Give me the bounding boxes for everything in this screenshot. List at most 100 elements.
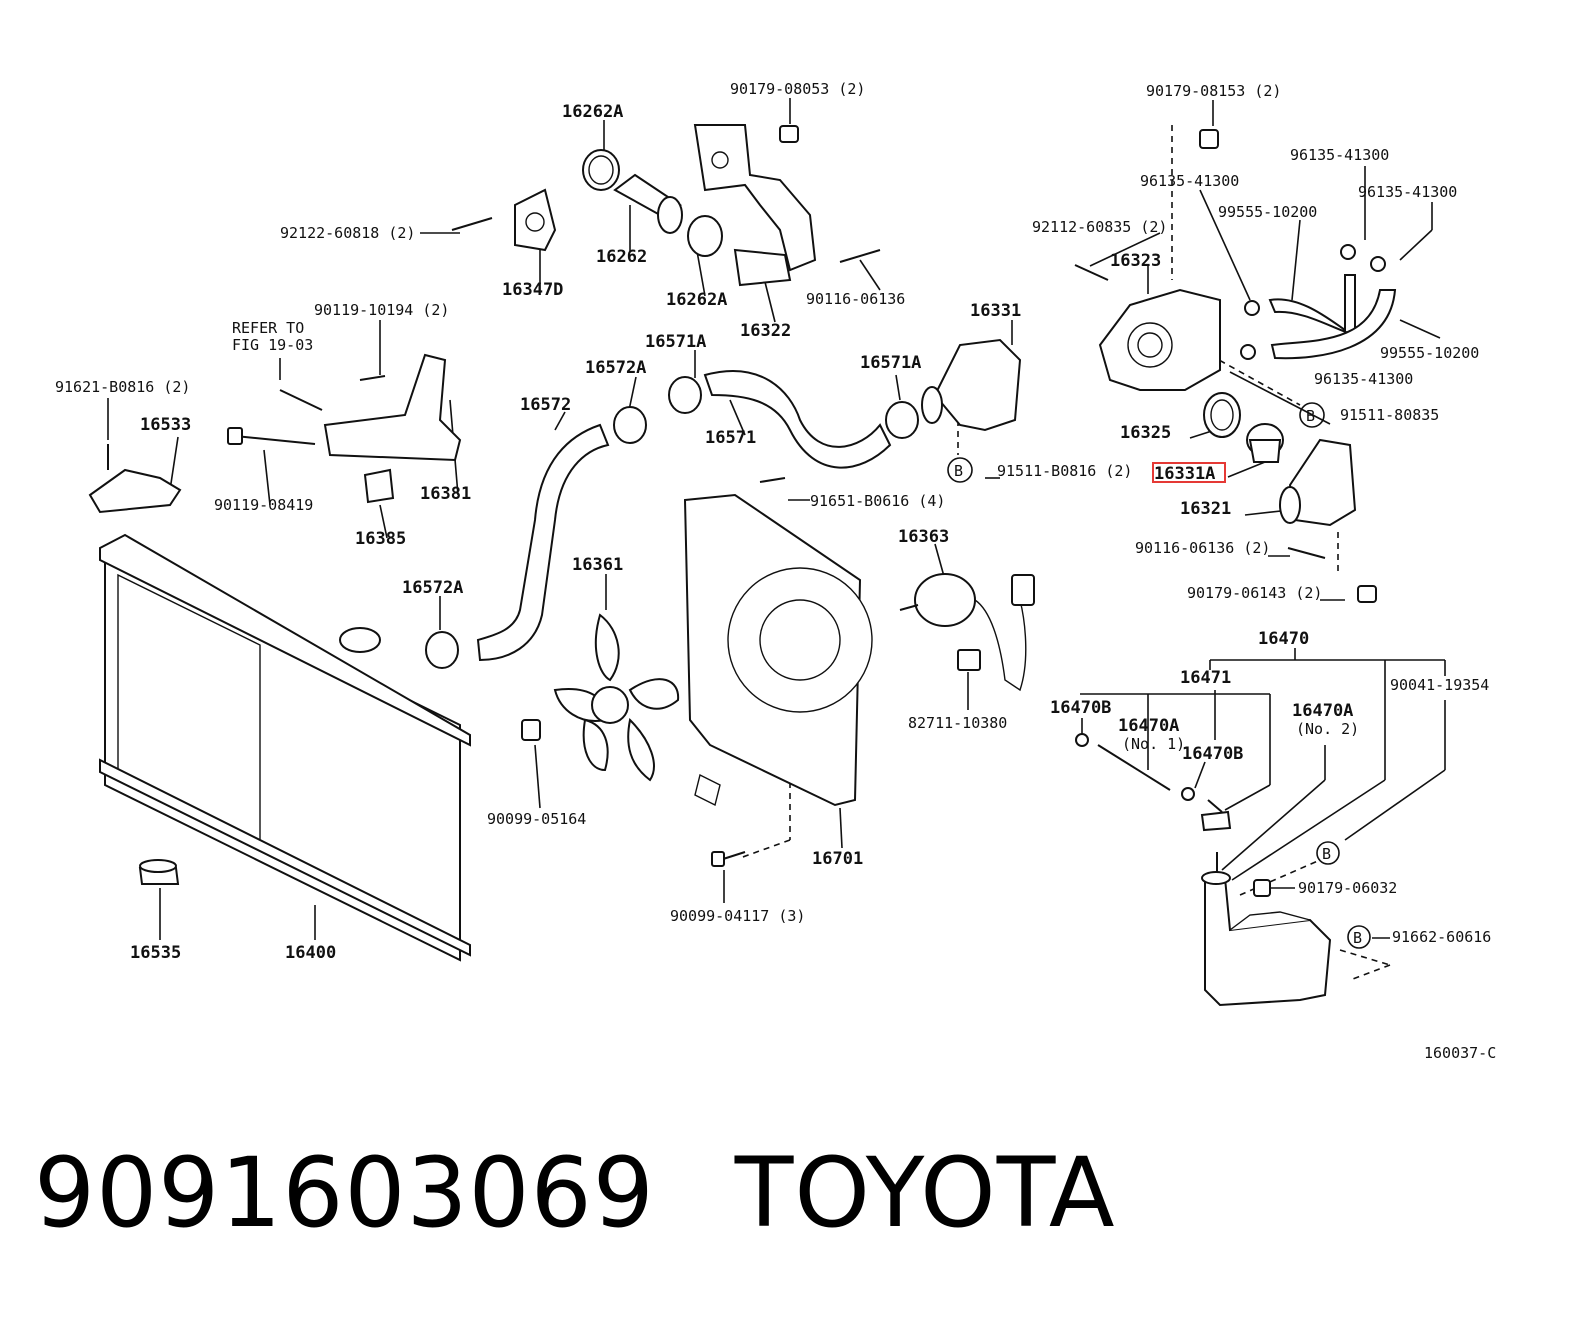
label-16470B-b[interactable]: 16470B xyxy=(1182,744,1243,764)
part-16331A-thermostat xyxy=(1246,423,1284,463)
label-16471[interactable]: 16471 xyxy=(1180,668,1231,688)
label-16321[interactable]: 16321 xyxy=(1180,499,1231,519)
svg-text:B: B xyxy=(1353,929,1362,947)
part-90179-06143-nut xyxy=(1357,585,1377,603)
label-16262A[interactable]: 16262A xyxy=(562,102,623,122)
label-no2: (No. 2) xyxy=(1296,720,1359,738)
part-16347D-gasket xyxy=(514,188,557,252)
label-fig-19-03: FIG 19-03 xyxy=(232,336,313,354)
label-16533[interactable]: 16533 xyxy=(140,415,191,435)
part-16470A-hose-no1 xyxy=(1097,744,1171,791)
label-90116-06136[interactable]: 90116-06136 xyxy=(806,290,905,308)
label-16262A-b[interactable]: 16262A xyxy=(666,290,727,310)
label-16701[interactable]: 16701 xyxy=(812,849,863,869)
label-99555-10200-a[interactable]: 99555-10200 xyxy=(1218,203,1317,221)
label-16347D[interactable]: 16347D xyxy=(502,280,563,300)
label-16262[interactable]: 16262 xyxy=(596,247,647,267)
part-16572-hose xyxy=(476,423,610,662)
label-91621-B0816[interactable]: 91621-B0816 (2) xyxy=(55,378,190,396)
label-92112-60835[interactable]: 92112-60835 (2) xyxy=(1032,218,1167,236)
part-16385-cushion xyxy=(363,468,395,504)
part-16470B-clip-a xyxy=(1075,733,1089,747)
label-90119-08419[interactable]: 90119-08419 xyxy=(214,496,313,514)
part-90099-04117-bolt xyxy=(711,851,746,867)
part-16572A-clamp-b xyxy=(425,631,459,669)
svg-text:B: B xyxy=(954,462,963,480)
part-90099-05164-nut xyxy=(521,719,541,741)
part-16262A-clamp-top xyxy=(582,149,620,191)
label-16325[interactable]: 16325 xyxy=(1120,423,1171,443)
label-90116-06136-b[interactable]: 90116-06136 (2) xyxy=(1135,539,1270,557)
label-16470B-a[interactable]: 16470B xyxy=(1050,698,1111,718)
label-16331A[interactable]: 16331A xyxy=(1154,464,1215,484)
label-90179-06032[interactable]: 90179-06032 xyxy=(1298,879,1397,897)
part-16381-bracket xyxy=(323,353,462,462)
label-16470A-1[interactable]: 16470A xyxy=(1118,716,1179,736)
highlight-box xyxy=(1152,462,1226,483)
label-16322[interactable]: 16322 xyxy=(740,321,791,341)
label-16572[interactable]: 16572 xyxy=(520,395,571,415)
label-90179-06143[interactable]: 90179-06143 (2) xyxy=(1187,584,1322,602)
label-16571[interactable]: 16571 xyxy=(705,428,756,448)
part-number: 9091603069 xyxy=(34,1137,655,1249)
part-90179-08053-nut xyxy=(779,125,799,143)
label-90119-10194[interactable]: 90119-10194 (2) xyxy=(314,301,449,319)
label-16470A-2[interactable]: 16470A xyxy=(1292,701,1353,721)
part-99555-10200-hoses xyxy=(1268,274,1397,360)
part-16701-shroud xyxy=(683,493,873,807)
part-96135-41300-clips xyxy=(1240,244,1386,360)
label-90099-04117[interactable]: 90099-04117 (3) xyxy=(670,907,805,925)
label-96135-41300-c[interactable]: 96135-41300 xyxy=(1358,183,1457,201)
part-16325-gasket xyxy=(1203,392,1241,438)
diagram-code: 160037-C xyxy=(1424,1044,1496,1062)
marker-b-4: B xyxy=(1347,925,1371,949)
label-99555-10200-b[interactable]: 99555-10200 xyxy=(1380,344,1479,362)
label-16535[interactable]: 16535 xyxy=(130,943,181,963)
part-90119-10194-bolt xyxy=(359,375,386,381)
label-91651-B0616[interactable]: 91651-B0616 (4) xyxy=(810,492,945,510)
label-16381[interactable]: 16381 xyxy=(420,484,471,504)
label-90179-08153[interactable]: 90179-08153 (2) xyxy=(1146,82,1281,100)
part-16262A-clamp-bottom xyxy=(687,215,723,257)
marker-b-3: B xyxy=(1316,841,1340,865)
label-96135-41300-d[interactable]: 96135-41300 xyxy=(1314,370,1413,388)
label-90179-08053[interactable]: 90179-08053 (2) xyxy=(730,80,865,98)
label-16385[interactable]: 16385 xyxy=(355,529,406,549)
label-no1: (No. 1) xyxy=(1122,735,1185,753)
part-16331-water-inlet-housing xyxy=(921,338,1022,432)
label-16400[interactable]: 16400 xyxy=(285,943,336,963)
svg-text:B: B xyxy=(1306,407,1315,425)
label-91511-B0816[interactable]: 91511-B0816 (2) xyxy=(997,462,1132,480)
label-90041-19354[interactable]: 90041-19354 xyxy=(1390,676,1489,694)
label-82711-10380[interactable]: 82711-10380 xyxy=(908,714,1007,732)
part-90116-06136-stud xyxy=(839,249,881,263)
label-16323[interactable]: 16323 xyxy=(1110,251,1161,271)
label-16571A-a[interactable]: 16571A xyxy=(645,332,706,352)
label-91662-60616[interactable]: 91662-60616 xyxy=(1392,928,1491,946)
label-16331[interactable]: 16331 xyxy=(970,301,1021,321)
label-16470[interactable]: 16470 xyxy=(1258,629,1309,649)
part-92122-60818-stud xyxy=(451,217,493,231)
part-16571A-clamp-a xyxy=(668,376,702,414)
label-16572A-a[interactable]: 16572A xyxy=(585,358,646,378)
label-96135-41300-b[interactable]: 96135-41300 xyxy=(1140,172,1239,190)
part-16470B-clip-b xyxy=(1181,787,1195,801)
label-16361[interactable]: 16361 xyxy=(572,555,623,575)
label-92122-60818[interactable]: 92122-60818 (2) xyxy=(280,224,415,242)
label-16571A-b[interactable]: 16571A xyxy=(860,353,921,373)
label-96135-41300-a[interactable]: 96135-41300 xyxy=(1290,146,1389,164)
label-16363[interactable]: 16363 xyxy=(898,527,949,547)
part-16400-radiator xyxy=(99,533,471,962)
part-90179-08153-nut xyxy=(1199,129,1219,149)
label-90099-05164[interactable]: 90099-05164 xyxy=(487,810,586,828)
part-16571-hose xyxy=(703,370,892,469)
part-16361-fan xyxy=(553,613,680,782)
marker-b-2: B xyxy=(947,457,973,483)
part-bolt-refer xyxy=(279,389,323,411)
label-91511-80835[interactable]: 91511-80835 xyxy=(1340,406,1439,424)
svg-text:B: B xyxy=(1322,845,1331,863)
part-16321-water-inlet xyxy=(1279,438,1357,527)
label-16572A-b[interactable]: 16572A xyxy=(402,578,463,598)
